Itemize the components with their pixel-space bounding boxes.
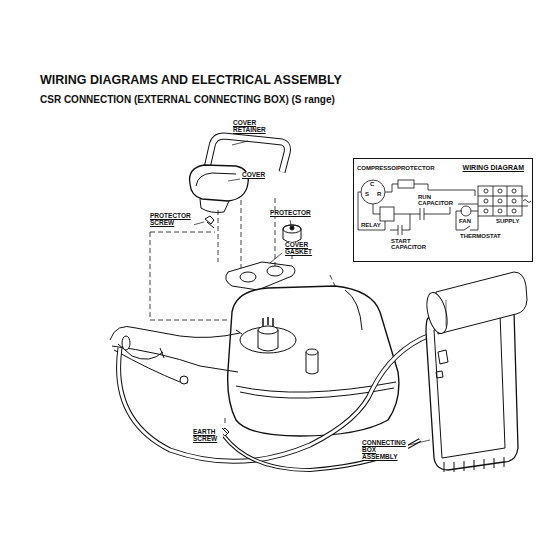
schematic-label: PROTECTOR bbox=[397, 165, 435, 171]
box-clip bbox=[436, 350, 448, 378]
schematic-label: START CAPACITOR bbox=[391, 238, 431, 251]
wiring-schematic bbox=[358, 180, 531, 235]
schematic-label: RUN CAPACITOR bbox=[418, 194, 458, 207]
part-name: CONNECTING BOX ASSEMBLY bbox=[362, 440, 408, 460]
terminal-letter: R bbox=[377, 191, 381, 197]
wire-harness bbox=[110, 327, 242, 385]
gasket-hole bbox=[267, 266, 283, 276]
part-name: PROTECTOR bbox=[270, 210, 311, 217]
part-name: COVER RETAINER bbox=[233, 120, 283, 134]
relay-symbol bbox=[380, 207, 394, 221]
run-capacitor bbox=[436, 272, 527, 334]
terminal-plate bbox=[240, 327, 296, 353]
compressor-symbol bbox=[361, 180, 385, 204]
schematic-label: THERMOSTAT bbox=[460, 233, 501, 239]
cover-edge bbox=[196, 173, 236, 186]
cable bbox=[119, 335, 430, 461]
subtitle: CSR CONNECTION (EXTERNAL CONNECTING BOX)… bbox=[40, 95, 335, 106]
page-title: WIRING DIAGRAMS AND ELECTRICAL ASSEMBLY bbox=[40, 74, 342, 87]
cable bbox=[224, 436, 420, 470]
cover bbox=[190, 165, 249, 201]
schematic-label: COMPRESSOR bbox=[357, 165, 400, 171]
compressor-body bbox=[228, 286, 399, 436]
terminal-block bbox=[478, 186, 522, 216]
terminal-letter: S bbox=[365, 191, 369, 197]
box-fins bbox=[444, 457, 504, 472]
terminal-letter: C bbox=[370, 181, 374, 187]
fan-symbol bbox=[461, 206, 471, 216]
part-name: PROTECTOR SCREW bbox=[150, 213, 194, 227]
cover-skirt bbox=[200, 199, 229, 213]
gasket-hole bbox=[240, 272, 256, 282]
part-name: EARTH SCREW bbox=[193, 429, 223, 443]
part-name: COVER bbox=[242, 172, 265, 179]
box-panel bbox=[434, 314, 505, 458]
ac-symbol bbox=[523, 200, 531, 203]
thermostat-symbol bbox=[458, 216, 478, 230]
part-name: COVER GASKET bbox=[285, 242, 325, 256]
schematic-label: FAN bbox=[459, 218, 471, 224]
start-capacitor-symbol bbox=[390, 214, 410, 235]
schematic-label: SUPPLY bbox=[496, 218, 519, 224]
leader-line bbox=[189, 141, 430, 447]
wiring-diagram-panel: WIRING DIAGRAM bbox=[353, 158, 533, 262]
compressor-edge bbox=[345, 290, 362, 330]
schematic-label: RELAY bbox=[361, 222, 381, 228]
protector-symbol bbox=[398, 180, 414, 188]
cover-gasket bbox=[226, 262, 295, 290]
protector-screw bbox=[205, 216, 214, 228]
panel-heading: WIRING DIAGRAM bbox=[463, 164, 524, 171]
